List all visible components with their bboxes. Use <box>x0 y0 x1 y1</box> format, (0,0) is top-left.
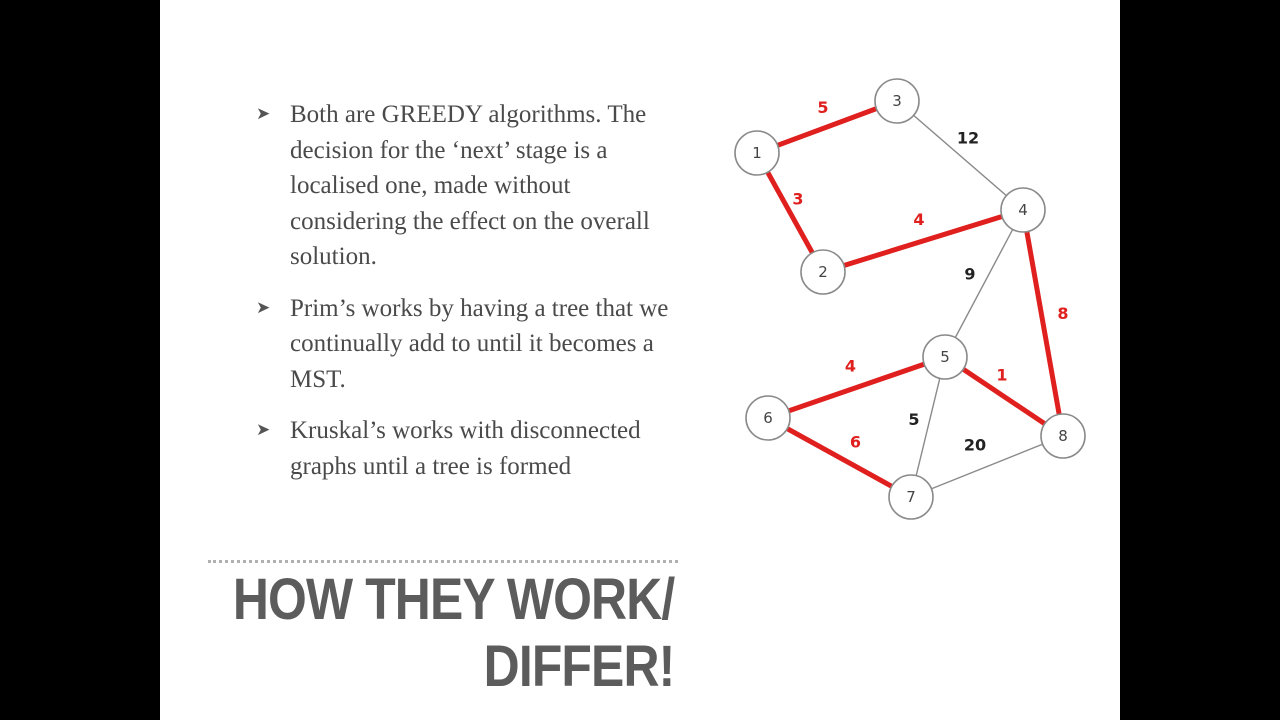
node-label: 6 <box>763 409 773 427</box>
bullet-item: ➤ Both are GREEDY algorithms. The decisi… <box>256 97 686 275</box>
graph-node-4: 4 <box>1000 187 1046 233</box>
graph-node-8: 8 <box>1040 413 1086 459</box>
edge-weight-label: 12 <box>957 129 979 148</box>
slide-title: HOW THEY WORK/ DIFFER! <box>232 566 675 700</box>
dotted-divider <box>208 560 678 563</box>
graph-node-5: 5 <box>922 334 968 380</box>
edge-weight-label: 20 <box>964 436 986 455</box>
edge-3-4 <box>896 100 1024 211</box>
node-label: 1 <box>752 144 762 162</box>
node-label: 5 <box>940 348 950 366</box>
slide-title-line-2: DIFFER! <box>483 634 675 699</box>
edge-4-8 <box>1020 209 1066 437</box>
edge-weight-label: 9 <box>964 265 975 284</box>
node-label: 4 <box>1018 201 1028 219</box>
edge-weight-label: 4 <box>913 210 924 229</box>
edge-weight-label: 5 <box>908 410 919 429</box>
slide: ➤ Both are GREEDY algorithms. The decisi… <box>160 0 1120 720</box>
slide-title-line-1: HOW THEY WORK/ <box>232 567 675 632</box>
edge-weight-label: 3 <box>792 190 803 209</box>
edge-2-4 <box>822 207 1024 275</box>
node-label: 2 <box>818 263 828 281</box>
edge-weight-label: 4 <box>845 357 856 376</box>
edge-6-7 <box>766 415 913 500</box>
graph-node-1: 1 <box>734 130 780 176</box>
edge-weight-label: 1 <box>996 366 1007 385</box>
edge-7-8 <box>910 435 1064 498</box>
node-label: 7 <box>906 488 916 506</box>
bullet-list: ➤ Both are GREEDY algorithms. The decisi… <box>256 97 686 500</box>
node-circle <box>1040 413 1086 459</box>
bullet-text: Kruskal’s works with disconnected graphs… <box>290 417 641 480</box>
node-label: 8 <box>1058 427 1068 445</box>
bullet-text: Prim’s works by having a tree that we co… <box>290 294 669 393</box>
node-circle <box>1000 187 1046 233</box>
arrow-bullet-icon: ➤ <box>256 420 271 440</box>
node-circle <box>922 334 968 380</box>
bullet-text: Both are GREEDY algorithms. The decision… <box>290 101 650 270</box>
edge-4-5 <box>944 209 1024 358</box>
graph-node-7: 7 <box>888 474 934 520</box>
graph-node-2: 2 <box>800 249 846 295</box>
node-circle <box>888 474 934 520</box>
graph-node-6: 6 <box>745 395 791 441</box>
arrow-bullet-icon: ➤ <box>256 297 271 318</box>
node-circle <box>874 78 920 124</box>
arrow-bullet-icon: ➤ <box>256 104 271 124</box>
graph-node-3: 3 <box>874 78 920 124</box>
node-circle <box>800 249 846 295</box>
bullet-item: ➤ Kruskal’s works with disconnected grap… <box>256 413 686 484</box>
edge-weight-label: 5 <box>817 98 828 117</box>
node-circle <box>745 395 791 441</box>
node-circle <box>734 130 780 176</box>
edge-1-3 <box>756 98 898 156</box>
bullet-item: ➤ Prim’s works by having a tree that we … <box>256 291 686 398</box>
edge-weight-label: 6 <box>850 433 861 452</box>
node-label: 3 <box>892 92 902 110</box>
edge-5-7 <box>910 356 946 498</box>
edge-5-8 <box>943 354 1065 439</box>
edge-weight-label: 8 <box>1057 304 1068 323</box>
edge-5-6 <box>767 354 946 421</box>
